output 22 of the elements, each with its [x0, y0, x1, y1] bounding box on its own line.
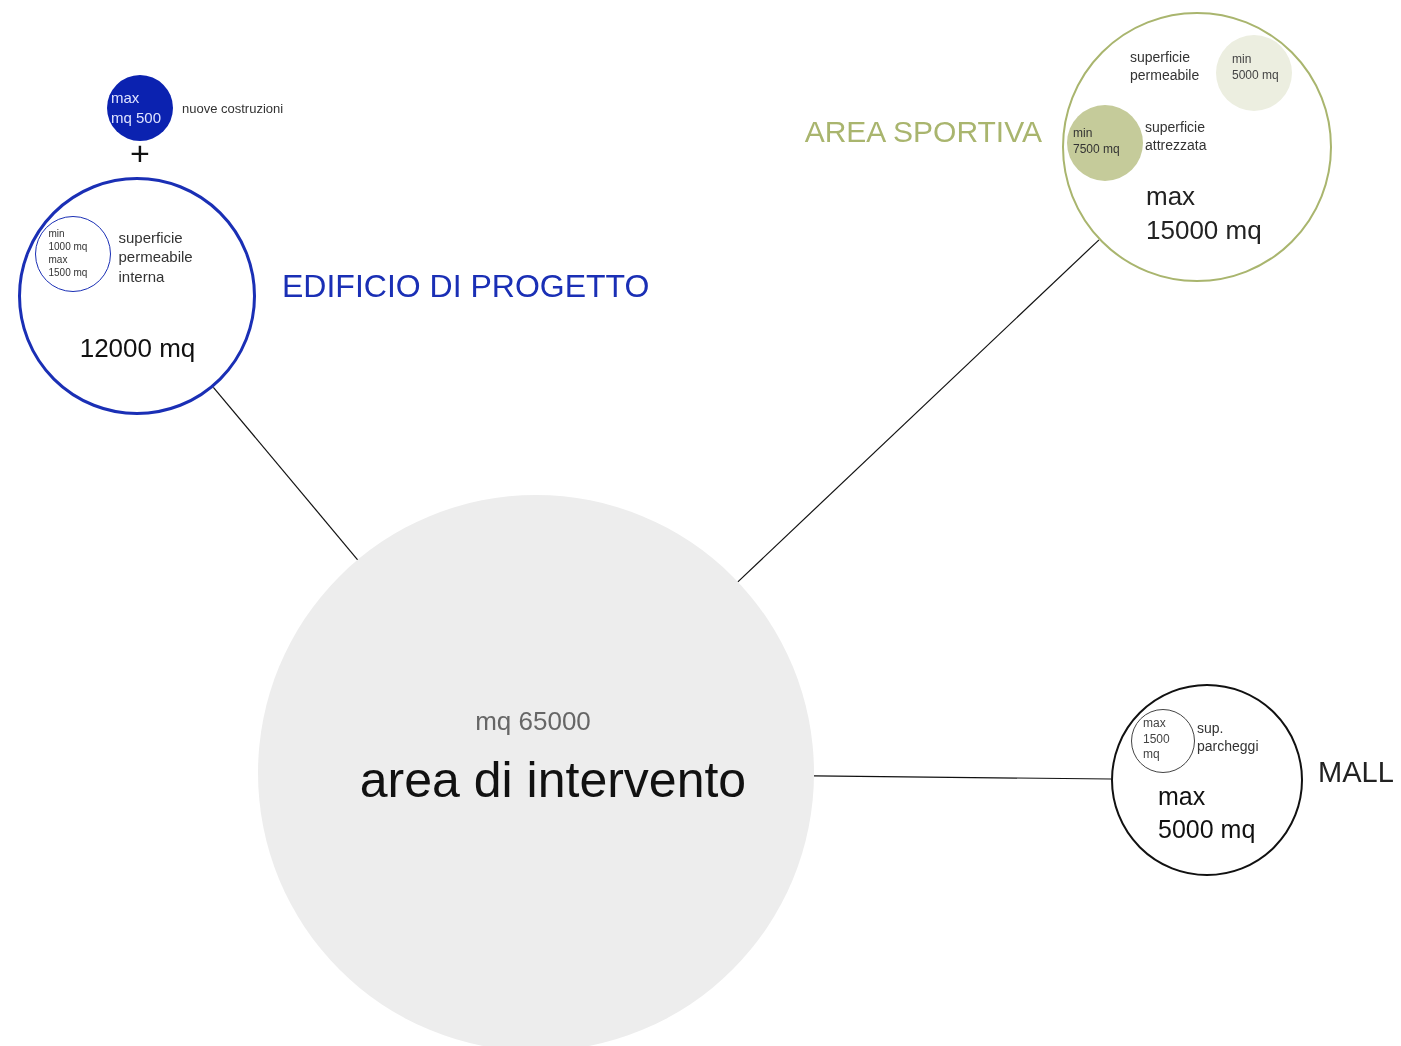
connector-line	[737, 239, 1100, 583]
area-caption: superficie permeabile	[1130, 48, 1201, 85]
area-value: max 5000 mq	[1158, 781, 1257, 845]
area-value: max 1500 mq	[1143, 716, 1171, 763]
area-caption: AREA SPORTIVA	[803, 114, 1042, 150]
area-caption: sup. parcheggi	[1197, 719, 1260, 756]
area-value: min 7500 mq	[1073, 126, 1121, 158]
area-value: area di intervento	[358, 751, 748, 810]
area-value: mq 65000	[474, 705, 592, 738]
connector-line	[212, 386, 359, 561]
connector-line	[813, 775, 1112, 780]
area-value: max mq 500	[111, 88, 163, 127]
area-value: min 1000 mq max 1500 mq	[48, 226, 89, 279]
area-value: max 15000 mq	[1146, 180, 1263, 247]
area-caption: superficie permeabile interna	[118, 227, 194, 286]
area-value: min 5000 mq	[1232, 52, 1280, 84]
area-value: 12000 mq	[78, 332, 197, 365]
plus-sign: +	[129, 136, 151, 170]
area-caption: EDIFICIO DI PROGETTO	[282, 267, 650, 306]
area-caption: MALL	[1318, 755, 1394, 790]
area-caption: nuove costruzioni	[182, 101, 284, 118]
area-caption: superficie attrezzata	[1145, 118, 1208, 155]
